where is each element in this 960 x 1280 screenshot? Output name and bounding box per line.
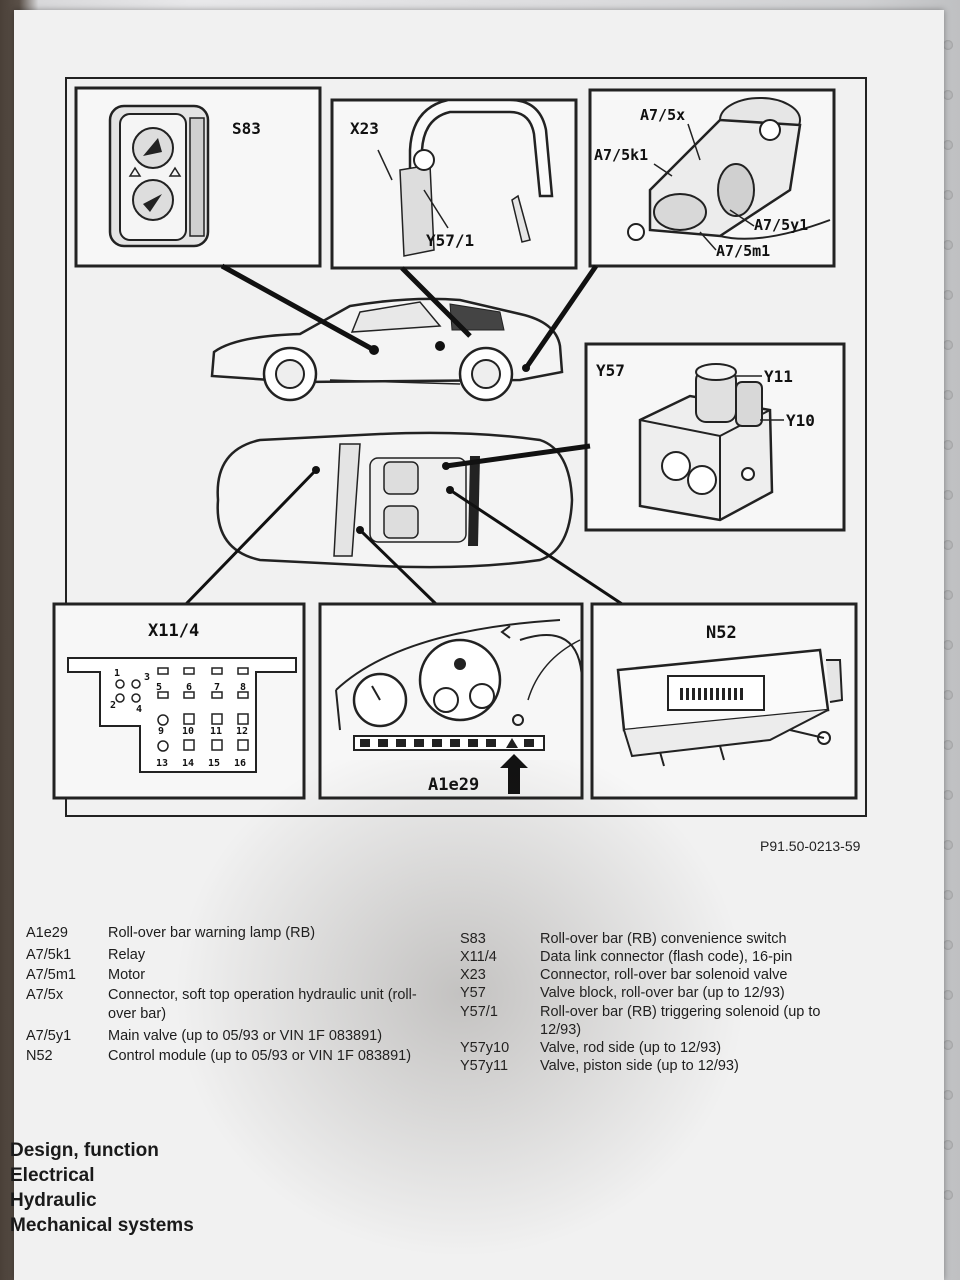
pin-5: 5: [156, 682, 162, 693]
label-s83: S83: [232, 119, 261, 138]
y57-panel: Y57 Y11 Y10: [584, 342, 846, 532]
component-location-diagram: S83 X23 Y57/1 A7/5x A7/5k1 A7/5y1 A7/5m1: [52, 77, 867, 817]
label-a7-5k1: A7/5k1: [594, 146, 648, 164]
legend-row: A7/5k1 Relay: [20, 946, 420, 964]
n52-panel: N52: [590, 602, 858, 800]
pin-10: 10: [182, 726, 194, 737]
x23-panel: X23 Y57/1: [330, 98, 578, 270]
legend-code: A7/5k1: [26, 947, 72, 964]
legend-desc: Roll-over bar warning lamp (RB): [108, 925, 316, 941]
a7-5-panel: A7/5x A7/5k1 A7/5y1 A7/5m1: [588, 88, 836, 268]
pin-11: 11: [210, 726, 222, 737]
section-title: Mechanical systems: [10, 1215, 194, 1237]
legend-desc: Data link connector (flash code), 16-pin: [540, 949, 793, 966]
legend-desc: Motor: [108, 967, 146, 984]
legend-row: A1e29 Roll-over bar warning lamp (RB): [20, 924, 420, 942]
legend-code: S83: [460, 931, 486, 947]
legend-desc: Roll-over bar (RB) convenience switch: [540, 931, 787, 947]
legend-desc: Connector, soft top operation hydraulic …: [108, 987, 417, 1022]
pin-9: 9: [158, 726, 164, 737]
legend-desc: Relay: [108, 947, 146, 964]
legend-desc: Connector, roll-over bar solenoid valve: [540, 967, 788, 984]
label-y57-1: Y57/1: [426, 231, 474, 250]
legend-left: A1e29 Roll-over bar warning lamp (RB) A7/…: [20, 924, 420, 1065]
label-y11: Y11: [764, 367, 793, 386]
pin-14: 14: [182, 758, 194, 769]
legend-code: Y57y11: [460, 1057, 509, 1074]
label-n52: N52: [706, 623, 737, 643]
legend-code: A7/5y1: [26, 1027, 72, 1044]
a1e29-panel: A1e29: [318, 602, 584, 800]
pin-4: 4: [136, 704, 142, 715]
s83-panel: S83: [74, 86, 322, 268]
pin-16: 16: [234, 758, 246, 769]
pin-1: 1: [114, 668, 120, 679]
label-a7-5y1: A7/5y1: [754, 216, 808, 234]
legend-row: Y57/1 Roll-over bar (RB) triggering solen…: [460, 1003, 850, 1039]
legend-row: S83 Roll-over bar (RB) convenience switch: [460, 930, 850, 948]
label-y57: Y57: [596, 361, 625, 380]
label-x23: X23: [350, 119, 379, 138]
legend-code: X11/4: [460, 949, 497, 966]
car-top-view: [216, 431, 574, 569]
legend-row: A7/5m1 Motor: [20, 966, 420, 984]
legend-desc: Valve, rod side (up to 12/93): [540, 1039, 722, 1056]
section-title: Design, function: [10, 1140, 159, 1161]
legend-code: A1e29: [26, 925, 68, 941]
pin-7: 7: [214, 682, 220, 693]
legend-code: A7/5m1: [26, 967, 76, 984]
section-title: Electrical: [10, 1165, 95, 1187]
pin-13: 13: [156, 758, 168, 769]
legend-row: A7/5y1 Main valve (up to 05/93 or VIN 1F …: [20, 1027, 420, 1045]
pin-15: 15: [208, 758, 220, 769]
legend-code: Y57: [460, 985, 486, 1002]
legend-code: A7/5x: [26, 987, 64, 1004]
pin-3: 3: [144, 672, 150, 683]
legend-row: X11/4 Data link connector (flash code), 1…: [460, 948, 850, 966]
legend-right: S83 Roll-over bar (RB) convenience switch…: [460, 930, 850, 1075]
label-a1e29: A1e29: [428, 775, 479, 795]
label-x11-4: X11/4: [148, 621, 199, 641]
pin-12: 12: [236, 726, 248, 737]
binder-holes: [940, 40, 958, 1260]
section-titles: Design, function Electrical Hydraulic Me…: [10, 1138, 194, 1238]
legend-row: Y57 Valve block, roll-over bar (up to 12/…: [460, 984, 850, 1002]
figure-code: P91.50-0213-59: [760, 838, 861, 854]
legend-desc: Roll-over bar (RB) triggering solenoid (…: [540, 1003, 821, 1038]
legend-desc: Valve block, roll-over bar (up to 12/93): [540, 985, 785, 1002]
car-side-view: [210, 297, 564, 402]
legend-desc: Valve, piston side (up to 12/93): [540, 1057, 739, 1074]
legend-row: X23 Connector, roll-over bar solenoid val…: [460, 966, 850, 984]
legend-code: X23: [460, 967, 486, 984]
pin-2: 2: [110, 700, 116, 711]
label-a7-5x: A7/5x: [640, 106, 685, 124]
label-y10: Y10: [786, 411, 815, 430]
legend-row: Y57y11 Valve, piston side (up to 12/93): [460, 1057, 850, 1075]
section-title: Hydraulic: [10, 1190, 97, 1212]
x11-4-panel: X11/4 1 2 3 4 5 6 7 8 9 10 11 12 13 14: [52, 602, 306, 800]
pin-6: 6: [186, 682, 192, 693]
legend-row: A7/5x Connector, soft top operation hydra…: [20, 986, 420, 1022]
legend-desc: Main valve (up to 05/93 or VIN 1F 083891…: [108, 1027, 383, 1044]
legend-code: N52: [26, 1047, 53, 1064]
legend-row: Y57y10 Valve, rod side (up to 12/93): [460, 1039, 850, 1057]
legend-desc: Control module (up to 05/93 or VIN 1F 08…: [108, 1047, 412, 1064]
legend-code: Y57y10: [460, 1039, 510, 1056]
pin-8: 8: [240, 682, 246, 693]
label-a7-5m1: A7/5m1: [716, 242, 770, 260]
legend-code: Y57/1: [460, 1003, 498, 1020]
legend-row: N52 Control module (up to 05/93 or VIN 1F…: [20, 1047, 420, 1065]
